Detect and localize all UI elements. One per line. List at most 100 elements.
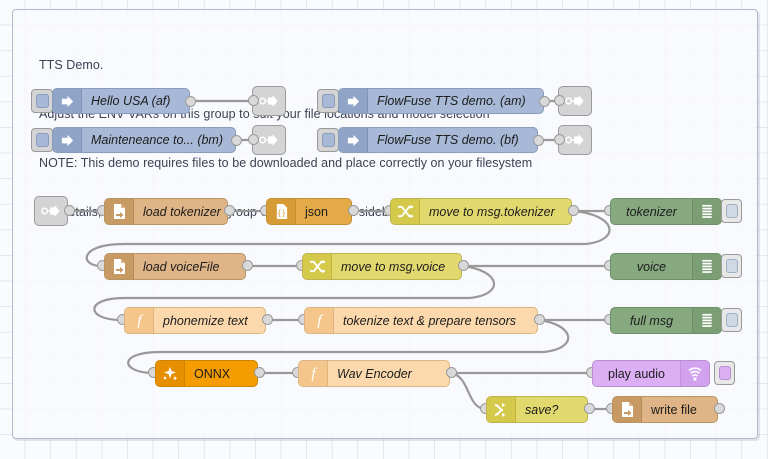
- debug-lines-icon: [692, 199, 721, 224]
- output-port[interactable]: [185, 96, 196, 107]
- node-load-voicefile[interactable]: load voiceFile: [104, 253, 246, 280]
- node-write-file[interactable]: write file: [612, 396, 718, 423]
- node-label: play audio: [608, 366, 665, 381]
- node-debug-voice[interactable]: voice: [610, 253, 722, 280]
- output-port[interactable]: [533, 135, 544, 146]
- output-port[interactable]: [584, 403, 595, 414]
- output-port[interactable]: [539, 96, 550, 107]
- node-inject-flowfuse-bf[interactable]: FlowFuse TTS demo. (bf): [338, 127, 538, 153]
- debug-toggle-button-voice[interactable]: [721, 254, 742, 278]
- onnx-sparkle-icon: [156, 361, 185, 386]
- node-inject-maintenance[interactable]: Mainteneance to... (bm): [52, 127, 236, 153]
- inject-arrow-icon: [339, 128, 368, 152]
- function-f-icon: f: [125, 308, 154, 333]
- inject-button-indicator: [321, 133, 335, 147]
- debug-toggle-button-tokenizer[interactable]: [721, 199, 742, 223]
- node-wav-encoder[interactable]: f Wav Encoder: [298, 360, 450, 387]
- node-label: voice: [636, 259, 667, 274]
- output-port[interactable]: [534, 314, 545, 325]
- svg-text:f: f: [137, 313, 143, 329]
- link-in-icon: [35, 197, 67, 225]
- node-link-in[interactable]: [34, 196, 68, 226]
- switch-branch-icon: [487, 397, 516, 422]
- svg-text:f: f: [317, 313, 323, 329]
- node-move-to-msg-tokenizer[interactable]: move to msg.tokenizer: [390, 198, 572, 225]
- node-load-tokenizer[interactable]: load tokenizer: [104, 198, 228, 225]
- node-phonemize-text[interactable]: f phonemize text: [124, 307, 266, 334]
- svg-text:{}: {}: [276, 208, 285, 217]
- inject-button-hello-usa[interactable]: [31, 89, 53, 113]
- output-port[interactable]: [254, 367, 265, 378]
- node-save-switch[interactable]: save?: [486, 396, 588, 423]
- node-label: load voiceFile: [143, 259, 220, 274]
- inject-arrow-icon: [53, 89, 82, 113]
- node-inject-hello-usa[interactable]: Hello USA (af): [52, 88, 190, 114]
- node-onnx[interactable]: ONNX: [155, 360, 258, 387]
- output-port[interactable]: [224, 205, 235, 216]
- node-label: write file: [651, 402, 697, 417]
- node-debug-full-msg[interactable]: full msg: [610, 307, 722, 334]
- input-port[interactable]: [248, 134, 259, 145]
- debug-lines-icon: [692, 308, 721, 333]
- output-port[interactable]: [242, 260, 253, 271]
- node-label: move to msg.voice: [341, 259, 446, 274]
- link-out-icon: [253, 126, 285, 154]
- inject-button-indicator: [321, 94, 335, 108]
- change-shuffle-icon: [391, 199, 420, 224]
- node-tokenize-text-prepare-tensors[interactable]: f tokenize text & prepare tensors: [304, 307, 538, 334]
- node-label: move to msg.tokenizer: [429, 204, 555, 219]
- node-debug-tokenizer[interactable]: tokenizer: [610, 198, 722, 225]
- output-port[interactable]: [262, 314, 273, 325]
- node-label: save?: [525, 402, 559, 417]
- debug-toggle-indicator: [725, 259, 738, 273]
- group-comment-line-1: TTS Demo.: [39, 57, 104, 72]
- debug-toggle-button-full-msg[interactable]: [721, 308, 742, 332]
- inject-button-maintenance[interactable]: [31, 128, 53, 152]
- link-out-icon: [559, 126, 591, 154]
- file-in-icon: [105, 199, 134, 224]
- inject-arrow-icon: [339, 89, 368, 113]
- node-label: tokenize text & prepare tensors: [343, 313, 517, 328]
- output-port[interactable]: [446, 367, 457, 378]
- svg-text:f: f: [311, 366, 317, 382]
- audio-toggle-indicator: [718, 366, 731, 380]
- group-comment-line-3: NOTE: This demo requires files to be dow…: [39, 156, 533, 171]
- link-out-icon: [559, 87, 591, 115]
- audio-toggle-button[interactable]: [714, 361, 735, 385]
- output-port[interactable]: [458, 260, 469, 271]
- debug-toggle-indicator: [725, 313, 738, 327]
- node-label: phonemize text: [163, 313, 248, 328]
- inject-button-ff-am[interactable]: [317, 89, 339, 113]
- inject-button-indicator: [35, 133, 49, 147]
- node-inject-flowfuse-am[interactable]: FlowFuse TTS demo. (am): [338, 88, 544, 114]
- node-label: Mainteneance to... (bm): [91, 133, 224, 147]
- node-label: FlowFuse TTS demo. (bf): [377, 133, 519, 147]
- debug-lines-icon: [692, 254, 721, 279]
- input-port[interactable]: [554, 95, 565, 106]
- node-label: load tokenizer: [143, 204, 221, 219]
- input-port[interactable]: [554, 134, 565, 145]
- inject-button-ff-bf[interactable]: [317, 128, 339, 152]
- node-label: Hello USA (af): [91, 94, 171, 108]
- inject-arrow-icon: [53, 128, 82, 152]
- node-move-to-msg-voice[interactable]: move to msg.voice: [302, 253, 462, 280]
- input-port[interactable]: [248, 95, 259, 106]
- file-in-icon: [105, 254, 134, 279]
- output-port[interactable]: [64, 205, 75, 216]
- function-f-icon: f: [299, 361, 328, 386]
- node-label: tokenizer: [626, 204, 677, 219]
- function-f-icon: f: [305, 308, 334, 333]
- output-port[interactable]: [714, 403, 725, 414]
- debug-toggle-indicator: [725, 204, 738, 218]
- speaker-waves-icon: [680, 361, 709, 386]
- node-json[interactable]: {} json: [266, 198, 352, 225]
- file-out-icon: [613, 397, 642, 422]
- output-port[interactable]: [231, 135, 242, 146]
- node-label: full msg: [629, 313, 674, 328]
- link-out-icon: [253, 87, 285, 115]
- node-play-audio[interactable]: play audio: [592, 360, 710, 387]
- output-port[interactable]: [348, 205, 359, 216]
- output-port[interactable]: [568, 205, 579, 216]
- inject-button-indicator: [35, 94, 49, 108]
